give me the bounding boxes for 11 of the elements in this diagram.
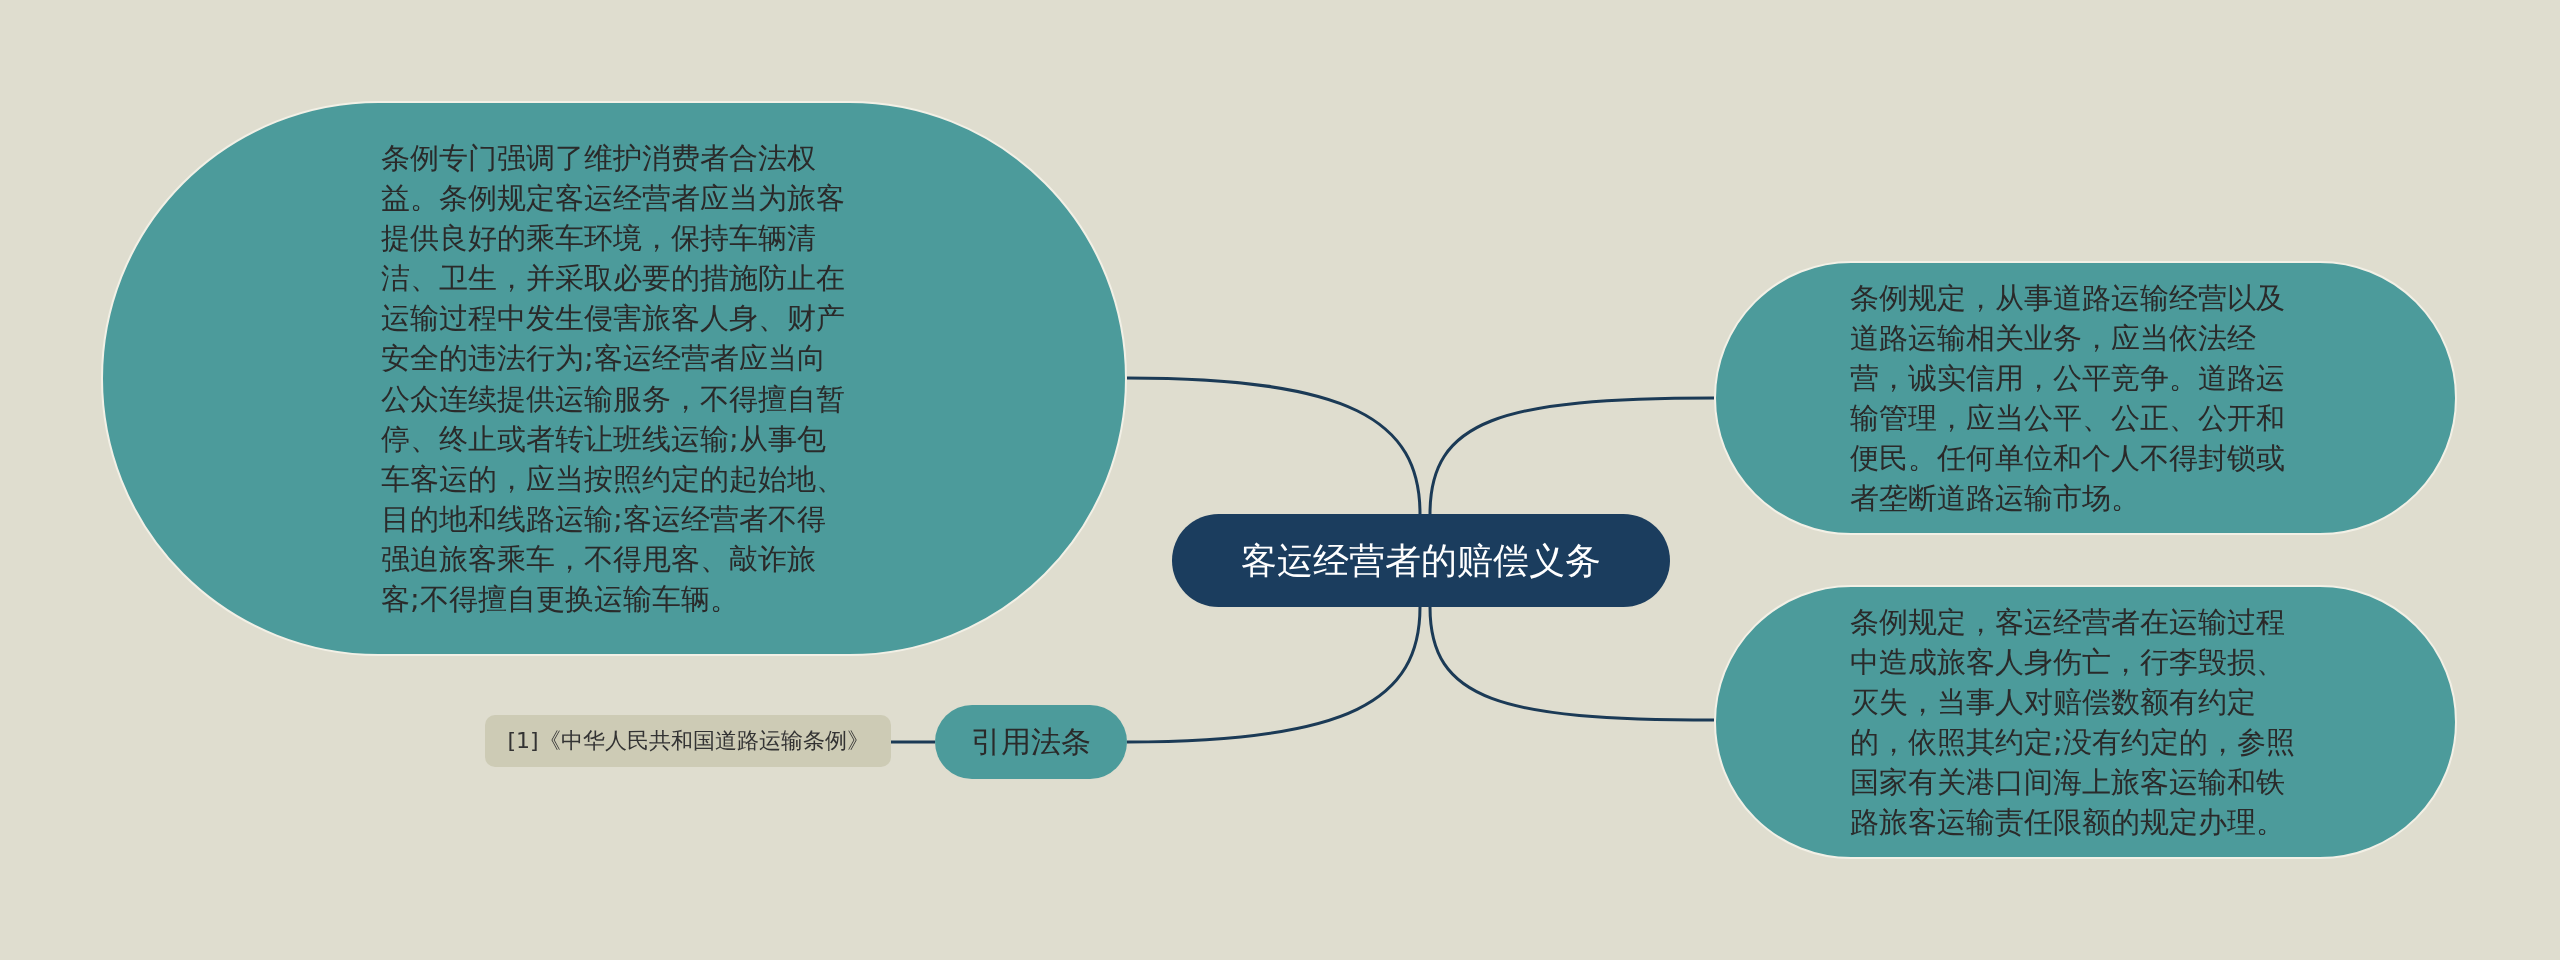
- connector-line: [1428, 396, 1714, 515]
- connector-line: [1126, 606, 1422, 744]
- connector-line: [1126, 376, 1422, 515]
- reference-box: [1]《中华人民共和国道路运输条例》: [485, 715, 891, 767]
- topic-box: 条例规定，从事道路运输经营以及道路运输相关业务，应当依法经营，诚实信用，公平竞争。道路运输管理，应当公平、公正、公开和便民。任何单位和个人不得封锁或者垄断道路运输市场。: [1714, 261, 2457, 535]
- topic-box: 客运经营者的赔偿义务: [1172, 514, 1670, 607]
- connector-line: [1428, 606, 1714, 722]
- topic-box: 引用法条: [935, 705, 1127, 779]
- topic-box: 条例规定，客运经营者在运输过程中造成旅客人身伤亡，行李毁损、灭失，当事人对赔偿数额有约定的，依照其约定;没有约定的，参照国家有关港口间海上旅客运输和铁路旅客运输责任限额的规定办理。: [1714, 585, 2457, 859]
- topic-box: 条例专门强调了维护消费者合法权益。条例规定客运经营者应当为旅客提供良好的乘车环境，保持车辆清洁、卫生，并采取必要的措施防止在运输过程中发生侵害旅客人身、财产安全的违法行为;客运经营者应当向公众连续提供运输服务，不得擅自暂停、终止或者转让班线运输;从事包车客运的，应当按照约定的起始地、目的地和线路运输;客运经营者不得强迫旅客乘车，不得甩客、敲诈旅客;不得擅自更换运输车辆。: [101, 101, 1127, 656]
- connector-line: [891, 740, 935, 744]
